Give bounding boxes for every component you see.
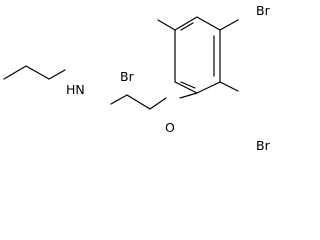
molecule-structure: HN O Br Br Br xyxy=(3,3,271,153)
ring-bond-c3-c4 xyxy=(196,16,221,31)
bond-o-ring xyxy=(179,92,198,99)
ring-bond-c1-c2 xyxy=(196,81,221,94)
ring-bond-c6-c1 xyxy=(174,81,198,94)
ring-double-bond-inner-3 xyxy=(180,81,196,89)
bond-ring-br-ortho-lower xyxy=(219,81,239,92)
bromine-ortho-upper-label: Br xyxy=(120,69,135,84)
bond-ch3-ch2 xyxy=(3,65,27,80)
amine-label: HN xyxy=(66,82,85,97)
bond-ch2-ch2 xyxy=(25,65,50,80)
bromine-top-right-label: Br xyxy=(256,3,271,18)
bond-ch2-n xyxy=(48,69,66,80)
ethoxy-linker xyxy=(110,92,198,110)
ether-oxygen-label: O xyxy=(165,120,175,135)
benzene-ring xyxy=(174,16,221,94)
bromine-bonds xyxy=(157,19,239,92)
bond-ch2-o xyxy=(149,97,167,110)
propyl-chain xyxy=(3,65,66,80)
bromine-ortho-lower-label: Br xyxy=(256,138,271,153)
ring-bond-c4-c5 xyxy=(174,16,198,31)
bond-n-ch2 xyxy=(110,94,128,105)
bond-ring-br-ortho-upper xyxy=(157,19,176,31)
ring-double-bond-inner-2 xyxy=(180,22,194,31)
bond-ch2-ch2-linker xyxy=(126,94,151,110)
bond-ring-br-top-right xyxy=(219,19,239,31)
